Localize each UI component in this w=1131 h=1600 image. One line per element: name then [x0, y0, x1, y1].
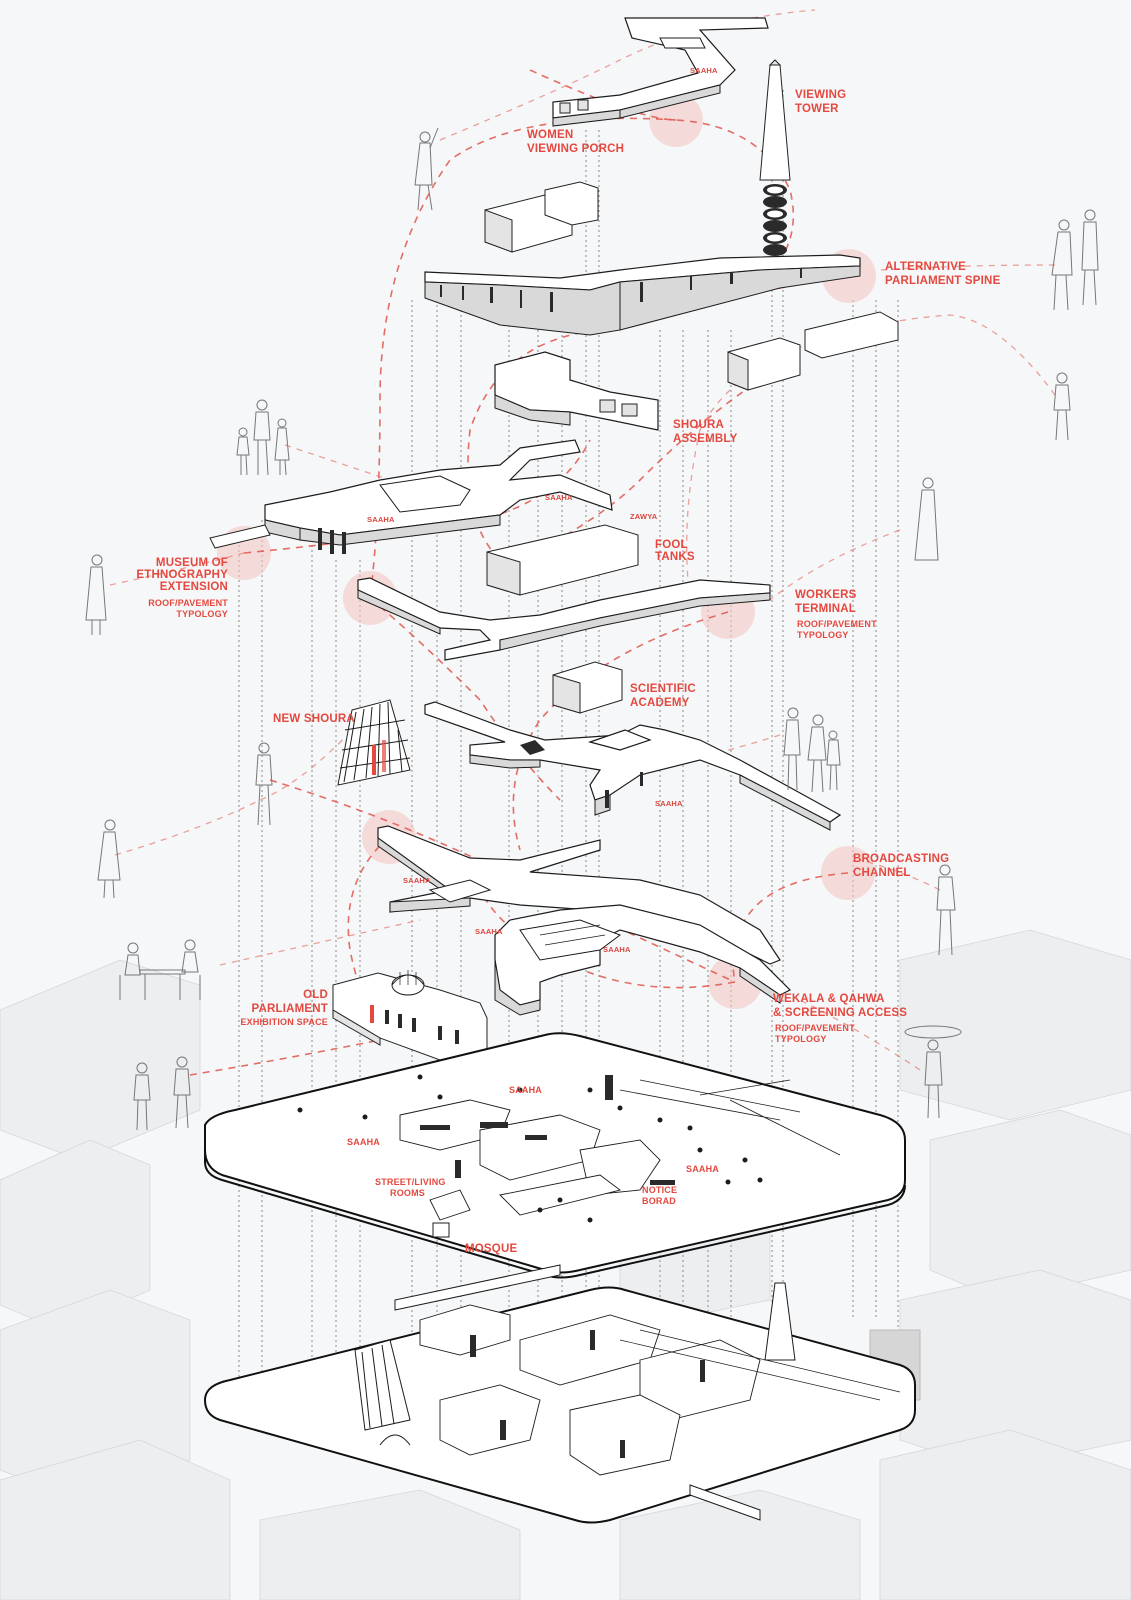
label-saaha-6: SAAHA — [475, 927, 503, 936]
women-porch-structure — [552, 17, 769, 127]
viewing-tower — [759, 59, 791, 256]
label-museum-sub-2: TYPOLOGY — [176, 609, 228, 619]
old-parliament — [332, 970, 488, 1061]
label-notice-board-2: BORAD — [642, 1196, 676, 1206]
person-icon — [97, 819, 121, 899]
label-alternative-parliament: ALTERNATIVE — [885, 261, 966, 273]
label-saaha-10: SAAHA — [686, 1164, 719, 1174]
person-icon — [236, 399, 290, 476]
label-saaha-2: SAAHA — [545, 493, 573, 502]
fool-tanks — [486, 524, 639, 596]
person-icon — [119, 939, 201, 1000]
label-old-parliament-2: PARLIAMENT — [251, 1003, 328, 1015]
person-icon — [414, 127, 439, 211]
person-icon — [783, 707, 841, 793]
person-icon — [133, 1056, 191, 1131]
workers-terminal — [357, 577, 771, 661]
label-workers-terminal-2: TERMINAL — [795, 603, 856, 615]
label-wekala-sub-2: TYPOLOGY — [775, 1034, 827, 1044]
label-saaha-3: SAAHA — [367, 515, 395, 524]
person-icon — [255, 742, 273, 826]
scientific-academy — [552, 661, 623, 714]
label-saaha-9: SAAHA — [347, 1137, 380, 1147]
label-workers-sub-2: TYPOLOGY — [797, 630, 849, 640]
label-old-parliament-sub: EXHIBITION SPACE — [240, 1017, 328, 1027]
label-workers-sub: ROOF/PAVEMENT — [797, 619, 877, 629]
site-plate — [204, 1032, 906, 1279]
people-sketches — [85, 127, 1099, 1131]
label-old-parliament: OLD — [303, 989, 328, 1001]
label-mosque: MOSQUE — [465, 1243, 517, 1255]
label-new-shoura: NEW SHOURA — [273, 713, 355, 725]
label-women-porch: WOMEN — [527, 129, 573, 141]
label-workers-terminal: WORKERS — [795, 589, 857, 601]
label-broadcasting-2: CHANNEL — [853, 867, 911, 879]
person-icon — [914, 477, 939, 561]
label-viewing-tower-2: TOWER — [795, 103, 839, 115]
label-street-living-2: ROOMS — [390, 1188, 425, 1198]
wekala-level — [494, 904, 792, 1016]
broadcasting-level — [377, 825, 781, 965]
label-street-living: STREET/LIVING — [375, 1177, 446, 1187]
label-saaha-8: SAAHA — [509, 1085, 542, 1095]
label-fool-tanks-2: TANKS — [655, 551, 695, 563]
label-museum: MUSEUM OF — [156, 557, 228, 569]
label-saaha-4: SAAHA — [655, 799, 683, 808]
combined-site-model — [203, 1264, 916, 1524]
label-women-porch-2: VIEWING PORCH — [527, 143, 624, 155]
shoura-assembly — [494, 351, 659, 431]
label-notice-board: NOTICE — [642, 1185, 677, 1195]
person-icon — [1053, 372, 1071, 441]
person-icon — [904, 1025, 962, 1119]
label-museum-2: ETHNOGRAPHY — [136, 569, 228, 581]
label-broadcasting: BROADCASTING — [853, 853, 949, 865]
person-icon — [1051, 209, 1099, 311]
person-icon — [85, 554, 107, 635]
mid-level-structure — [424, 701, 842, 831]
porch-blocks — [484, 181, 599, 253]
label-shoura-assembly-2: ASSEMBLY — [673, 433, 738, 445]
person-icon — [936, 864, 956, 956]
label-saaha-7: SAAHA — [603, 945, 631, 954]
label-wekala: WEKALA & QAHWA — [773, 993, 885, 1005]
label-zawya: ZAWYA — [630, 512, 658, 521]
label-wekala-sub: ROOF/PAVEMENT — [775, 1023, 855, 1033]
label-fool-tanks: FOOL — [655, 539, 688, 551]
label-scientific-academy: SCIENTIFIC — [630, 683, 696, 695]
label-viewing-tower: VIEWING — [795, 89, 846, 101]
label-alternative-parliament-2: PARLIAMENT SPINE — [885, 275, 1001, 287]
alternative-parliament-spine — [424, 254, 861, 336]
label-wekala-2: & SCREENING ACCESS — [773, 1007, 907, 1019]
annotation-labels: VIEWING TOWER WOMEN VIEWING PORCH ALTERN… — [136, 66, 1000, 1255]
spine-right-blocks — [727, 311, 899, 391]
museum-level — [209, 439, 613, 554]
label-scientific-academy-2: ACADEMY — [630, 697, 690, 709]
new-shoura — [337, 699, 411, 786]
label-saaha-1: SAAHA — [690, 66, 718, 75]
label-museum-sub: ROOF/PAVEMENT — [148, 598, 228, 608]
label-shoura-assembly: SHOURA — [673, 419, 724, 431]
label-saaha-5: SAAHA — [403, 876, 431, 885]
label-museum-3: EXTENSION — [160, 581, 228, 593]
